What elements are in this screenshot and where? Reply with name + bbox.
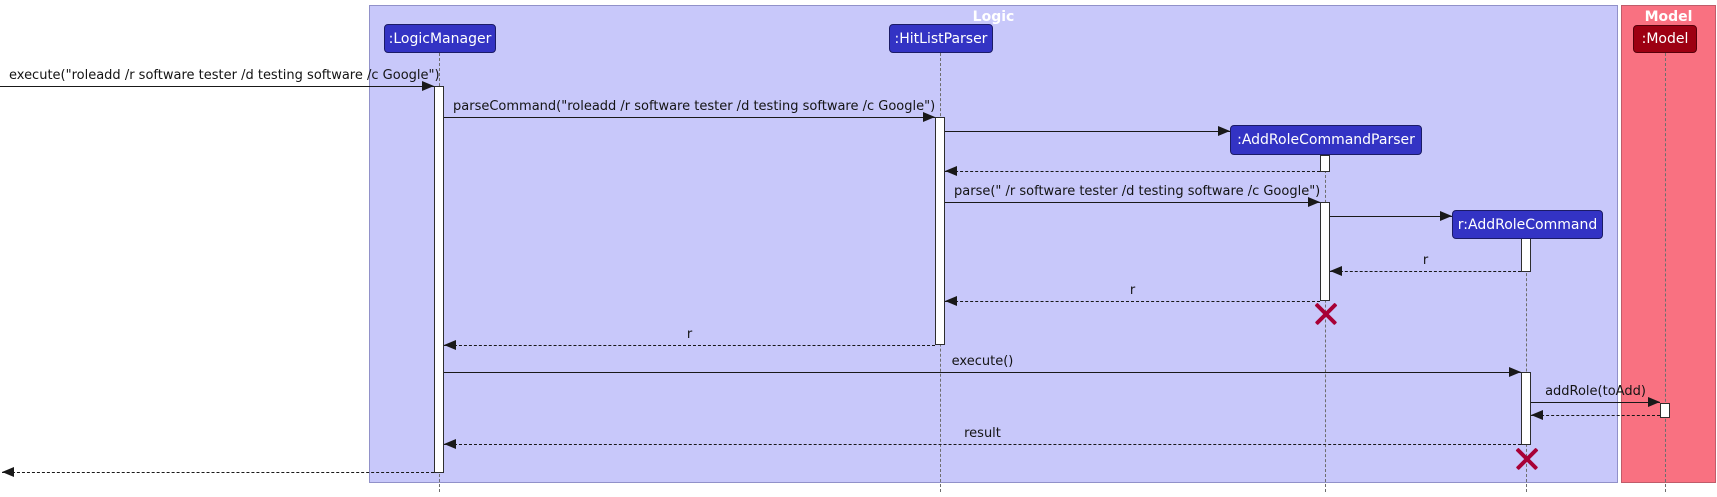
activation-bar-addrolecommand-1 xyxy=(1521,238,1531,272)
arrowhead-icon xyxy=(1330,266,1342,276)
logic-frame: Logic xyxy=(369,5,1618,483)
message-line xyxy=(0,86,434,87)
participant-logicmanager: :LogicManager xyxy=(384,24,496,53)
message-label: result xyxy=(964,425,1001,441)
arrowhead-icon xyxy=(1308,197,1320,207)
destroy-x-icon xyxy=(1314,302,1338,326)
activation-bar-hitlistparser xyxy=(935,117,945,345)
message-label: parse(" /r software tester /d testing so… xyxy=(954,183,1321,199)
message-line xyxy=(444,117,935,118)
participant-addrolecommand: r:AddRoleCommand xyxy=(1452,210,1603,239)
arrowhead-icon xyxy=(1440,211,1452,221)
participant-model: :Model xyxy=(1633,25,1697,53)
arrowhead-icon xyxy=(945,296,957,306)
message-line xyxy=(444,372,1521,373)
arrowhead-icon xyxy=(1218,126,1230,136)
arrowhead-icon xyxy=(1509,367,1521,377)
message-label: execute() xyxy=(951,353,1014,369)
message-label: parseCommand("roleadd /r software tester… xyxy=(453,98,936,114)
message-label: addRole(toAdd) xyxy=(1545,383,1646,399)
arrowhead-icon xyxy=(444,439,456,449)
activation-bar-model xyxy=(1660,403,1670,418)
lifeline-addrolecommand xyxy=(1526,238,1527,492)
arrowhead-icon xyxy=(422,81,434,91)
message-label: execute("roleadd /r software tester /d t… xyxy=(9,67,440,83)
message-line xyxy=(1531,415,1660,416)
activation-bar-addrolecommandparser-1 xyxy=(1320,155,1330,172)
logic-frame-title: Logic xyxy=(972,9,1015,25)
message-line xyxy=(945,131,1230,132)
participant-addrolecommandparser: :AddRoleCommandParser xyxy=(1230,125,1422,155)
message-line xyxy=(1330,216,1452,217)
message-line xyxy=(2,472,434,473)
arrowhead-icon xyxy=(1531,410,1543,420)
arrowhead-icon xyxy=(945,166,957,176)
message-line xyxy=(444,345,935,346)
arrowhead-icon xyxy=(1648,397,1660,407)
message-label: r xyxy=(1422,252,1429,268)
message-line xyxy=(444,444,1521,445)
model-frame-title: Model xyxy=(1644,9,1693,25)
message-line xyxy=(1531,402,1660,403)
message-line xyxy=(945,301,1320,302)
message-label: r xyxy=(1129,282,1136,298)
message-line xyxy=(945,171,1320,172)
participant-hitlistparser: :HitListParser xyxy=(889,24,993,53)
message-line xyxy=(1330,271,1521,272)
message-line xyxy=(945,202,1320,203)
lifeline-model xyxy=(1665,53,1666,492)
message-label: r xyxy=(686,326,693,342)
arrowhead-icon xyxy=(923,112,935,122)
activation-bar-addrolecommand-2 xyxy=(1521,372,1531,445)
arrowhead-icon xyxy=(444,340,456,350)
arrowhead-icon xyxy=(2,467,14,477)
activation-bar-logicmanager xyxy=(434,86,444,473)
activation-bar-addrolecommandparser-2 xyxy=(1320,202,1330,301)
destroy-x-icon xyxy=(1515,447,1539,471)
